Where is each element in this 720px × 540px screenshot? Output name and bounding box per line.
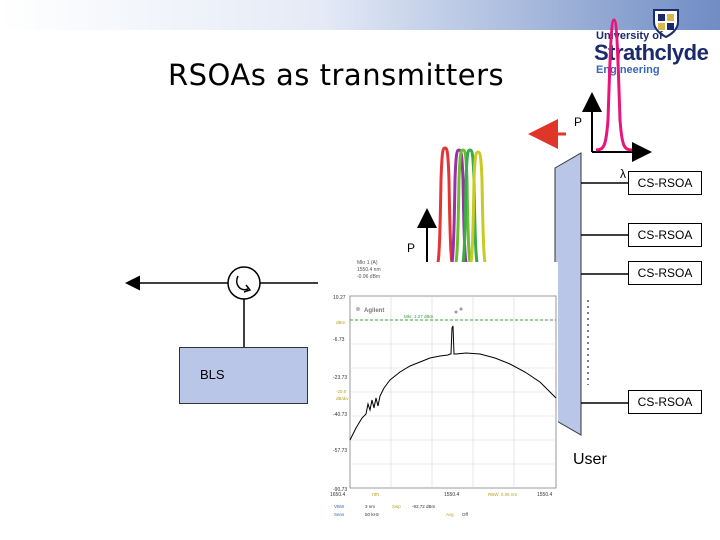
osa-bottom: Off <box>462 512 469 517</box>
rsoa-box: CS-RSOA <box>628 261 702 285</box>
osa-unit: dBm <box>336 320 346 325</box>
osa-trace <box>349 325 557 441</box>
osa-y-tick: 10.27 <box>333 295 346 301</box>
multi-channel-spectrum <box>417 146 488 267</box>
rsoa-connections <box>581 182 628 404</box>
osa-unit: dB/div <box>336 396 349 401</box>
osa-bottom: nm <box>372 492 379 498</box>
rsoa-box: CS-RSOA <box>628 171 702 195</box>
osa-y-tick: -23.73 <box>333 375 347 381</box>
osa-bottom: 50 kHz <box>365 512 380 517</box>
osa-y-tick: -6.73 <box>333 337 345 343</box>
rsoa-box: CS-RSOA <box>628 223 702 247</box>
osa-brand: Agilent <box>364 308 384 314</box>
osa-screenshot: Mkr 1 (A) 1550.4 nm -0.96 dBm 10.27 -6.7… <box>318 260 558 524</box>
osa-bottom: Swp <box>392 504 401 509</box>
osa-marker-line2: 1550.4 nm <box>357 267 381 273</box>
osa-bottom: 1550.4 <box>537 492 553 498</box>
header-band <box>0 0 720 30</box>
awg-demux <box>554 152 582 436</box>
osa-bottom: 1650.4 <box>330 492 346 498</box>
osa-bottom: RBW: 0.06 nm <box>488 492 517 497</box>
bls-box <box>179 347 308 404</box>
osa-marker-line3: -0.96 dBm <box>357 274 380 280</box>
osa-bottom: VBW <box>334 504 345 509</box>
power-axis-label-left: P <box>407 241 416 255</box>
osa-ref-text: Mkr: 1.27 dBm <box>404 314 434 319</box>
logo-line3: Engineering <box>596 64 660 76</box>
osa-marker-line1: Mkr 1 (A) <box>357 260 378 266</box>
osa-bottom: -93.72 dBm <box>412 504 436 509</box>
circulator-icon <box>227 266 261 300</box>
rsoa-box: CS-RSOA <box>628 390 702 414</box>
wavelength-axis-label: λ <box>620 167 626 181</box>
osa-bottom: Sens <box>334 512 345 517</box>
osa-bottom: Avg <box>446 512 454 517</box>
university-logo: University of Strathclyde Engineering <box>590 2 720 76</box>
osa-unit: -20.0 <box>336 389 347 394</box>
logo-line2: Strathclyde <box>594 40 709 65</box>
osa-bottom: 3 nm <box>365 504 375 509</box>
slide-title: RSOAs as transmitters <box>168 58 505 92</box>
power-axis-label-top: P <box>574 115 583 129</box>
osa-bottom: 1550.4 <box>444 492 460 498</box>
bls-label: BLS <box>200 367 225 382</box>
single-channel-spectrum <box>582 18 652 162</box>
user-label: User <box>573 451 607 468</box>
osa-y-tick: -57.73 <box>333 448 347 454</box>
osa-y-tick: -90.73 <box>333 487 347 493</box>
crest-icon <box>653 9 679 38</box>
agilent-logo-icon <box>356 307 360 311</box>
osa-y-tick: -40.73 <box>333 412 347 418</box>
